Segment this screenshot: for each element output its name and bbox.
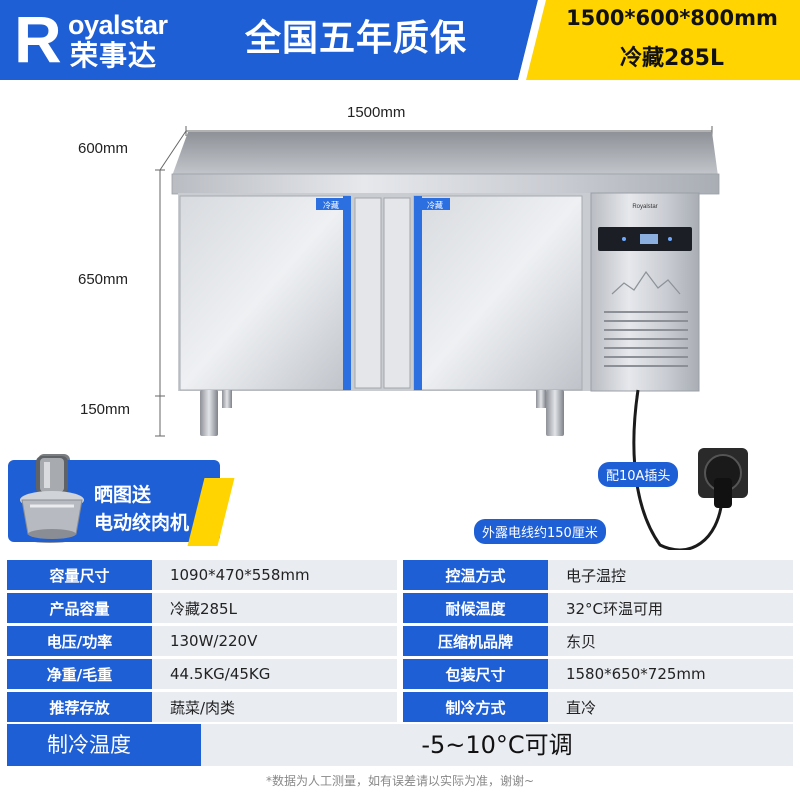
leg bbox=[200, 390, 218, 436]
right-door-label-tag bbox=[420, 198, 450, 210]
header-banner bbox=[0, 0, 800, 80]
dimension-width: 1500mm bbox=[347, 104, 406, 121]
leg bbox=[546, 390, 564, 436]
spec-label: 电压/功率 bbox=[7, 626, 152, 656]
spec-label: 压缩机品牌 bbox=[403, 626, 548, 656]
spec-value: 44.5KG/45KG bbox=[151, 659, 397, 689]
right-door-label: 冷藏 bbox=[427, 200, 443, 210]
center-handle-right bbox=[383, 197, 411, 389]
spec-label: 产品容量 bbox=[7, 593, 152, 623]
display-digits bbox=[640, 234, 658, 244]
table-row: 电压/功率 130W/220V 压缩机品牌 东贝 bbox=[7, 626, 793, 656]
promo-line-1: 晒图送 bbox=[94, 484, 152, 506]
counter-top bbox=[172, 132, 718, 176]
spec-table: 容量尺寸 1090*470*558mm 控温方式 电子温控 产品容量 冷藏285… bbox=[7, 557, 793, 725]
display-button bbox=[668, 237, 672, 241]
cord-length-callout: 外露电线约150厘米 bbox=[474, 519, 606, 544]
spec-value: 冷藏285L bbox=[151, 593, 397, 623]
dimension-lines bbox=[155, 126, 713, 437]
spec-value: 1580*650*725mm bbox=[547, 659, 793, 689]
plug-callout: 配10A插头 bbox=[598, 462, 679, 487]
spec-value: 电子温控 bbox=[547, 560, 793, 590]
spec-label: 包装尺寸 bbox=[403, 659, 548, 689]
table-row: 推荐存放 蔬菜/肉类 制冷方式 直冷 bbox=[7, 692, 793, 722]
header-size-spec: 1500*600*800mm bbox=[566, 6, 778, 30]
spec-label: 容量尺寸 bbox=[7, 560, 152, 590]
left-door bbox=[179, 195, 351, 391]
warranty-slogan: 全国五年质保 bbox=[245, 18, 468, 59]
center-handle-left bbox=[354, 197, 382, 389]
spec-value: 1090*470*558mm bbox=[151, 560, 397, 590]
panel-mountain-graphic bbox=[611, 270, 681, 295]
header-capacity-spec: 冷藏285L bbox=[620, 46, 724, 71]
brand-logo: R oyalstar 荣事达 bbox=[0, 0, 215, 80]
spec-value: 蔬菜/肉类 bbox=[151, 692, 397, 722]
right-door-handle-strip bbox=[414, 196, 422, 390]
refrigerator-illustration: 冷藏 冷藏 Royalstar bbox=[18, 126, 748, 550]
promo-line-2: 电动绞肉机 bbox=[94, 512, 190, 534]
spec-label: 控温方式 bbox=[403, 560, 548, 590]
table-row: 产品容量 冷藏285L 耐候温度 32°C环温可用 bbox=[7, 593, 793, 623]
spec-label: 制冷方式 bbox=[403, 692, 548, 722]
spec-value: 32°C环温可用 bbox=[547, 593, 793, 623]
right-door bbox=[413, 195, 583, 391]
measurement-footnote: *数据为人工测量，如有误差请以实际为准，谢谢~ bbox=[265, 774, 535, 788]
brand-logo-english: oyalstar bbox=[68, 10, 168, 40]
spec-value: 130W/220V bbox=[151, 626, 397, 656]
table-row: 容量尺寸 1090*470*558mm 控温方式 电子温控 bbox=[7, 560, 793, 590]
dimension-body-height: 650mm bbox=[78, 271, 129, 288]
left-door-label-tag bbox=[316, 198, 346, 210]
dimension-leg-height: 150mm bbox=[80, 401, 131, 418]
display-button bbox=[622, 237, 626, 241]
left-door-label: 冷藏 bbox=[323, 200, 339, 210]
left-door-handle-strip bbox=[343, 196, 351, 390]
meat-grinder-image bbox=[20, 456, 84, 539]
dimension-depth: 600mm bbox=[78, 140, 129, 157]
temperature-label: 制冷温度 bbox=[7, 724, 201, 766]
spec-value: 东贝 bbox=[547, 626, 793, 656]
spec-label: 净重/毛重 bbox=[7, 659, 152, 689]
counter-top-edge bbox=[171, 173, 720, 195]
plug-body bbox=[714, 478, 732, 508]
brand-logo-chinese: 荣事达 bbox=[70, 39, 158, 72]
spec-label: 推荐存放 bbox=[7, 692, 152, 722]
temperature-value: -5~10°C可调 bbox=[421, 731, 573, 759]
spec-label: 耐候温度 bbox=[403, 593, 548, 623]
vent-grille bbox=[604, 311, 688, 367]
leg bbox=[536, 390, 546, 408]
leg bbox=[222, 390, 232, 408]
brand-logo-letter: R bbox=[14, 2, 62, 76]
temperature-label-text: 制冷温度 bbox=[47, 733, 131, 757]
table-row: 净重/毛重 44.5KG/45KG 包装尺寸 1580*650*725mm bbox=[7, 659, 793, 689]
control-panel-brand: Royalstar bbox=[632, 204, 657, 210]
control-panel bbox=[590, 192, 700, 392]
spec-value: 直冷 bbox=[547, 692, 793, 722]
power-cord bbox=[632, 389, 724, 550]
